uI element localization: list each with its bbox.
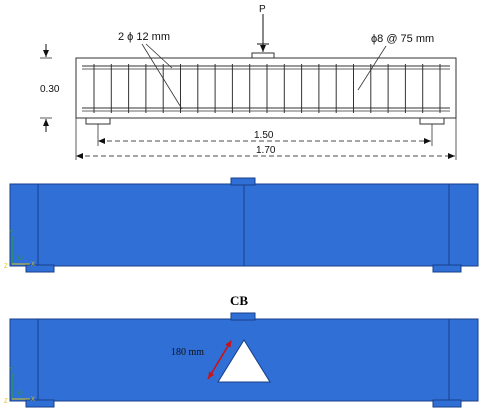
height-label: 0.30 [40,84,60,95]
opening-dim-arrow [207,340,232,380]
axis-y-label: Y [9,230,13,236]
cb-beam-model: CB 180 mm Y O Z X [4,293,479,408]
load-plate [251,52,275,59]
axis-o-label: O [18,256,23,262]
cb-label: CB [230,293,248,308]
cb-beam-load-plate [230,312,256,321]
solid-beam-load-plate [230,177,256,186]
solid-beam-model: Y O Z X [4,177,479,273]
cb-beam-left-support [25,399,55,408]
axis-triad-2: Y O Z X [4,367,35,405]
top-bar-label: 2 ϕ 12 mm [118,31,170,43]
axis-x-label: X [31,262,35,268]
axis-triad-1: Y O Z X [4,230,35,270]
beam-outline [75,57,457,119]
left-support-plate [85,117,111,125]
stirrup-leader [357,45,387,91]
stirrups-group [93,64,441,113]
right-support-plate [419,117,445,125]
length-label: 1.70 [256,145,276,156]
top-bar-leader-1 [145,43,173,69]
axis-o-label-2: O [18,391,23,397]
solid-beam-left-support [25,264,55,273]
stirrup-label: ϕ8 @ 75 mm [371,33,434,45]
load-label: P [259,4,266,15]
reinforcement-drawing: P 2 ϕ 12 mm ϕ8 @ 75 mm 0.30 1.50 1.70 [40,4,457,160]
top-bar-leader-2 [141,43,183,110]
axis-y-label-2: Y [9,367,13,373]
cb-beam-right-support [432,399,462,408]
axis-z-label-2: Z [4,399,8,405]
opening-label: 180 mm [171,347,204,358]
axis-x-label-2: X [31,397,35,403]
span-label: 1.50 [254,130,274,141]
axis-z-label: Z [4,264,8,270]
solid-beam-right-support [432,264,462,273]
